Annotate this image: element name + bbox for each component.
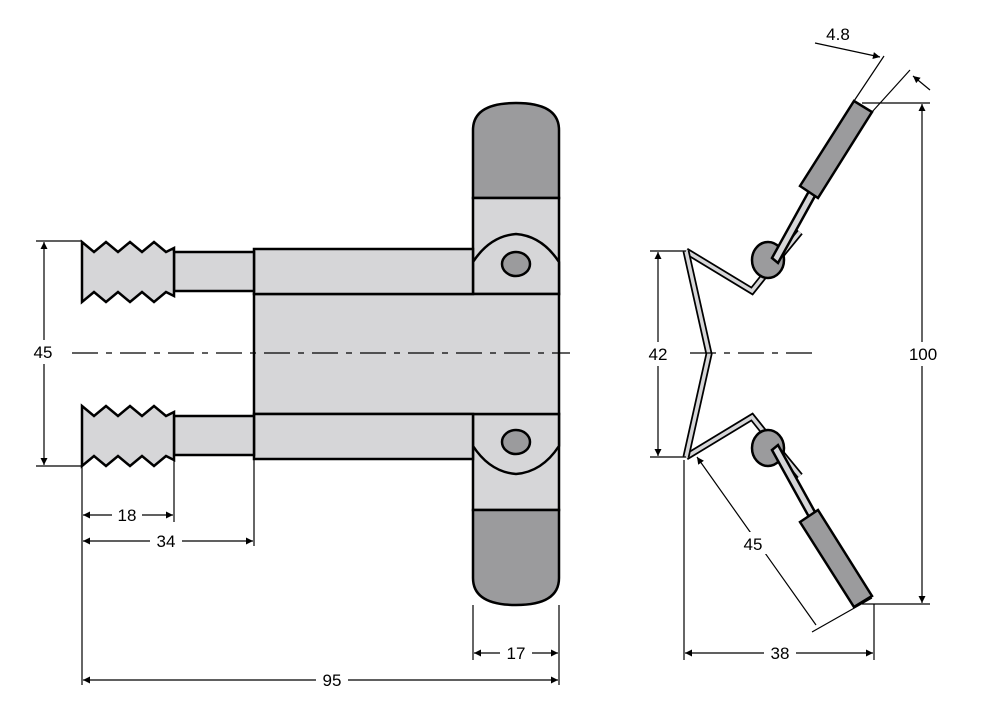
dim-handle-width: 17 xyxy=(472,605,560,685)
upper-grip-sleeve xyxy=(798,99,874,200)
upper-arm xyxy=(252,247,475,296)
lower-bolt-icon xyxy=(500,428,532,456)
side-view: 4.8 42 100 45 xyxy=(644,25,942,664)
dim-pin-length: 34 xyxy=(83,459,255,552)
dim-wire-diameter: 4.8 xyxy=(814,25,931,113)
handle xyxy=(471,101,561,607)
main-body xyxy=(252,292,561,416)
dim-overall-height: 100 xyxy=(862,102,942,605)
dim-hinge-span-label: 42 xyxy=(649,345,668,364)
front-view: 45 18 34 17 95 xyxy=(30,101,570,691)
lower-pin-thread xyxy=(80,403,176,469)
dim-overall-width: 38 xyxy=(683,460,875,664)
dim-pin-spacing-label: 45 xyxy=(34,343,53,362)
handle-top-grip xyxy=(471,101,561,200)
upper-bolt-icon xyxy=(500,250,532,278)
dim-pin-length-label: 34 xyxy=(157,532,176,551)
lower-arm xyxy=(252,412,475,461)
dim-arm-length-label: 45 xyxy=(744,535,763,554)
lower-rod xyxy=(770,443,817,519)
lower-pin-shank xyxy=(172,414,256,457)
upper-rod xyxy=(770,189,817,265)
dim-grip-length-label: 18 xyxy=(118,506,137,525)
dim-overall-height-label: 100 xyxy=(909,345,937,364)
dim-grip-length: 18 xyxy=(81,460,175,685)
dim-overall-length-label: 95 xyxy=(323,671,342,690)
dim-pin-spacing: 45 xyxy=(30,240,82,467)
dim-hinge-span: 42 xyxy=(644,250,686,458)
handle-bottom-grip xyxy=(471,508,561,607)
v-hinge xyxy=(682,250,713,458)
dim-handle-width-label: 17 xyxy=(507,644,526,663)
upper-pin-thread xyxy=(80,239,176,305)
dim-overall-length: 95 xyxy=(83,669,558,691)
dim-wire-diameter-label: 4.8 xyxy=(826,25,850,44)
upper-pin-shank xyxy=(172,250,256,293)
dim-arm-length: 45 xyxy=(696,456,873,633)
dim-overall-width-label: 38 xyxy=(771,644,790,663)
lower-grip-sleeve xyxy=(798,508,874,609)
